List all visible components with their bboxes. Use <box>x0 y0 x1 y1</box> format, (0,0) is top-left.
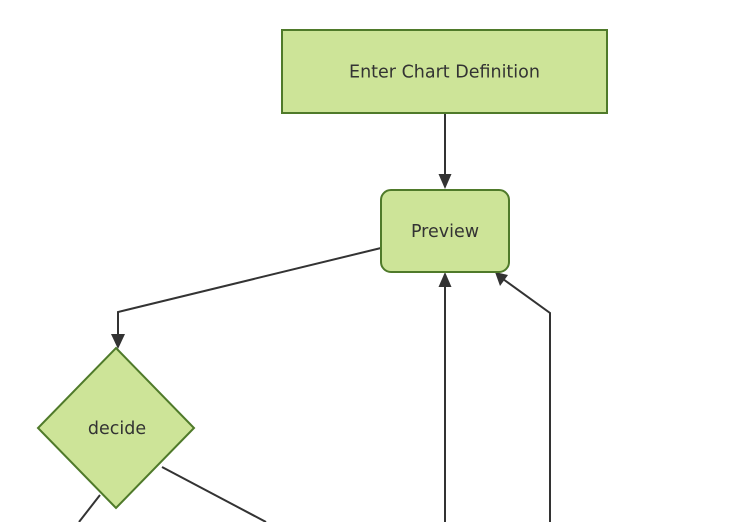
edge-line <box>502 278 551 522</box>
node-label-preview: Preview <box>411 222 479 242</box>
node-enter-chart-definition[interactable]: Enter Chart Definition <box>281 29 608 114</box>
arrow-head-icon <box>438 174 452 189</box>
edge-return-center-to-preview <box>438 272 452 522</box>
edge-line <box>78 494 101 522</box>
edge-line <box>161 466 267 522</box>
node-shape-rectangle[interactable] <box>281 29 608 114</box>
arrow-head-icon <box>438 272 452 287</box>
node-shape-rounded-rectangle[interactable] <box>380 189 510 273</box>
node-label-decide: decide <box>88 419 146 439</box>
edge-line <box>117 247 382 340</box>
node-preview[interactable]: Preview <box>380 189 510 273</box>
edge-decide-branch-left <box>78 494 101 522</box>
arrow-head-icon <box>111 334 125 349</box>
edge-enter-to-preview <box>438 113 452 189</box>
edge-preview-to-decide <box>111 247 382 349</box>
edge-return-right-to-preview <box>495 272 551 522</box>
node-decide[interactable]: decide <box>36 346 196 510</box>
edge-decide-branch-right <box>161 466 267 522</box>
arrow-head-icon <box>495 272 508 286</box>
node-shape-diamond[interactable] <box>36 346 196 510</box>
node-label-enter-chart-definition: Enter Chart Definition <box>349 63 540 83</box>
